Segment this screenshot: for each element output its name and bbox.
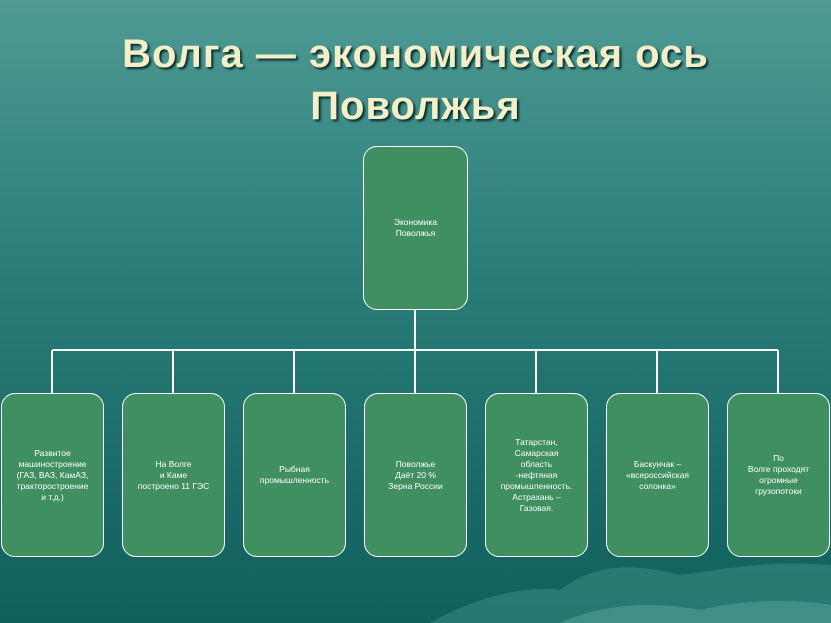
node-machine-building: Развитое машиностроение (ГАЗ, ВАЗ, КамАЗ… [1,393,104,557]
node-baskunchak: Баскунчак – «всероссийская солонка» [606,393,709,557]
node-grain: Поволжье Даёт 20 % Зерна России [364,393,467,557]
root-node-economy: Экономика Поволжья [363,146,468,310]
title-line-1: Волга — экономическая ось [122,32,709,76]
title-line-2: Поволжья [310,84,521,128]
node-hydro-power: На Волге и Каме построено 11 ГЭС [122,393,225,557]
slide-title: Волга — экономическая ось Поволжья [0,28,831,132]
node-cargo-flows: По Волге проходят огромные грузопотоки [727,393,830,557]
node-fishing-industry: Рыбная промышленность [243,393,346,557]
node-oil-gas: Татарстан, Самарская область -нефтяная п… [485,393,588,557]
